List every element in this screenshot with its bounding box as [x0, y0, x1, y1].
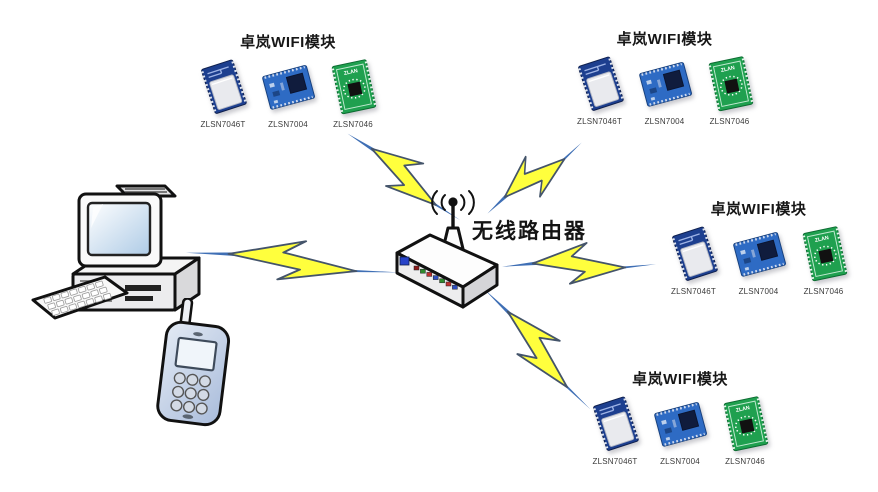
module-group-bottom-right: 卓岚WIFI模块 ZLSN7046T ZLSN7004 ZLSN7046	[580, 368, 780, 466]
signal-waves-icon	[431, 190, 475, 215]
module-zlsn7046: ZLSN7046	[794, 222, 854, 296]
module-group-top-right: 卓岚WIFI模块 ZLSN7046T ZLSN7004 ZLSN7046	[562, 28, 767, 126]
module-zlsn7046t: ZLSN7046T	[193, 55, 253, 129]
group-title: 卓岚WIFI模块	[616, 31, 713, 48]
group-title: 卓岚WIFI模块	[632, 371, 728, 388]
mobile-phone-icon	[156, 298, 231, 427]
wifi-module-green-pcb-icon	[707, 55, 754, 113]
modules-row: ZLSN7046T ZLSN7004 ZLSN7046	[193, 55, 383, 129]
module-label: ZLSN7004	[738, 287, 779, 296]
lightning-link-computer-icon	[184, 229, 402, 292]
modules-row: ZLSN7046T ZLSN7004 ZLSN7046	[585, 392, 775, 466]
module-zlsn7046t: ZLSN7046T	[570, 52, 630, 126]
modules-row: ZLSN7046T ZLSN7004 ZLSN7046	[664, 222, 854, 296]
desktop-computer-icon	[31, 184, 201, 320]
module-zlsn7046: ZLSN7046	[700, 52, 760, 126]
modules-row: ZLSN7046T ZLSN7004 ZLSN7046	[570, 52, 760, 126]
wifi-module-blue-pcb-icon	[653, 400, 709, 448]
module-label: ZLSN7004	[268, 120, 308, 129]
module-zlsn7046t: ZLSN7046T	[664, 222, 724, 296]
module-group-right: 卓岚WIFI模块 ZLSN7046T ZLSN7004 ZLSN7046	[656, 198, 861, 296]
group-title: 卓岚WIFI模块	[240, 34, 336, 51]
wifi-module-blue-pcb-icon	[637, 60, 693, 108]
wireless-router-icon	[395, 190, 499, 309]
wifi-module-green-pcb-icon	[801, 225, 848, 283]
module-label: ZLSN7046	[725, 457, 765, 466]
module-zlsn7004: ZLSN7004	[635, 52, 695, 126]
module-zlsn7004: ZLSN7004	[650, 392, 710, 466]
module-label: ZLSN7046	[333, 120, 373, 129]
wifi-module-shielded-icon	[591, 395, 640, 453]
module-label: ZLSN7046T	[200, 120, 246, 129]
wifi-module-green-pcb-icon	[722, 395, 770, 453]
module-label: ZLSN7004	[660, 457, 700, 466]
module-label: ZLSN7046T	[592, 457, 638, 466]
module-label: ZLSN7046T	[577, 117, 622, 126]
wifi-module-shielded-icon	[670, 225, 719, 283]
router-label: 无线路由器	[472, 219, 587, 243]
module-label: ZLSN7046	[709, 117, 750, 126]
wifi-module-green-pcb-icon	[330, 58, 378, 116]
module-label: ZLSN7046	[803, 287, 844, 296]
module-zlsn7004: ZLSN7004	[258, 55, 318, 129]
group-title: 卓岚WIFI模块	[710, 201, 807, 218]
module-zlsn7046: ZLSN7046	[323, 55, 383, 129]
module-label: ZLSN7046T	[671, 287, 716, 296]
module-group-top-left: 卓岚WIFI模块 ZLSN7046T ZLSN7004 ZLSN7046	[192, 31, 384, 129]
wifi-module-blue-pcb-icon	[261, 63, 317, 111]
module-zlsn7004: ZLSN7004	[729, 222, 789, 296]
module-label: ZLSN7004	[644, 117, 685, 126]
wifi-module-blue-pcb-icon	[731, 230, 787, 278]
module-zlsn7046t: ZLSN7046T	[585, 392, 645, 466]
module-zlsn7046: ZLSN7046	[715, 392, 775, 466]
wifi-module-shielded-icon	[576, 55, 625, 113]
wifi-module-shielded-icon	[199, 58, 248, 116]
